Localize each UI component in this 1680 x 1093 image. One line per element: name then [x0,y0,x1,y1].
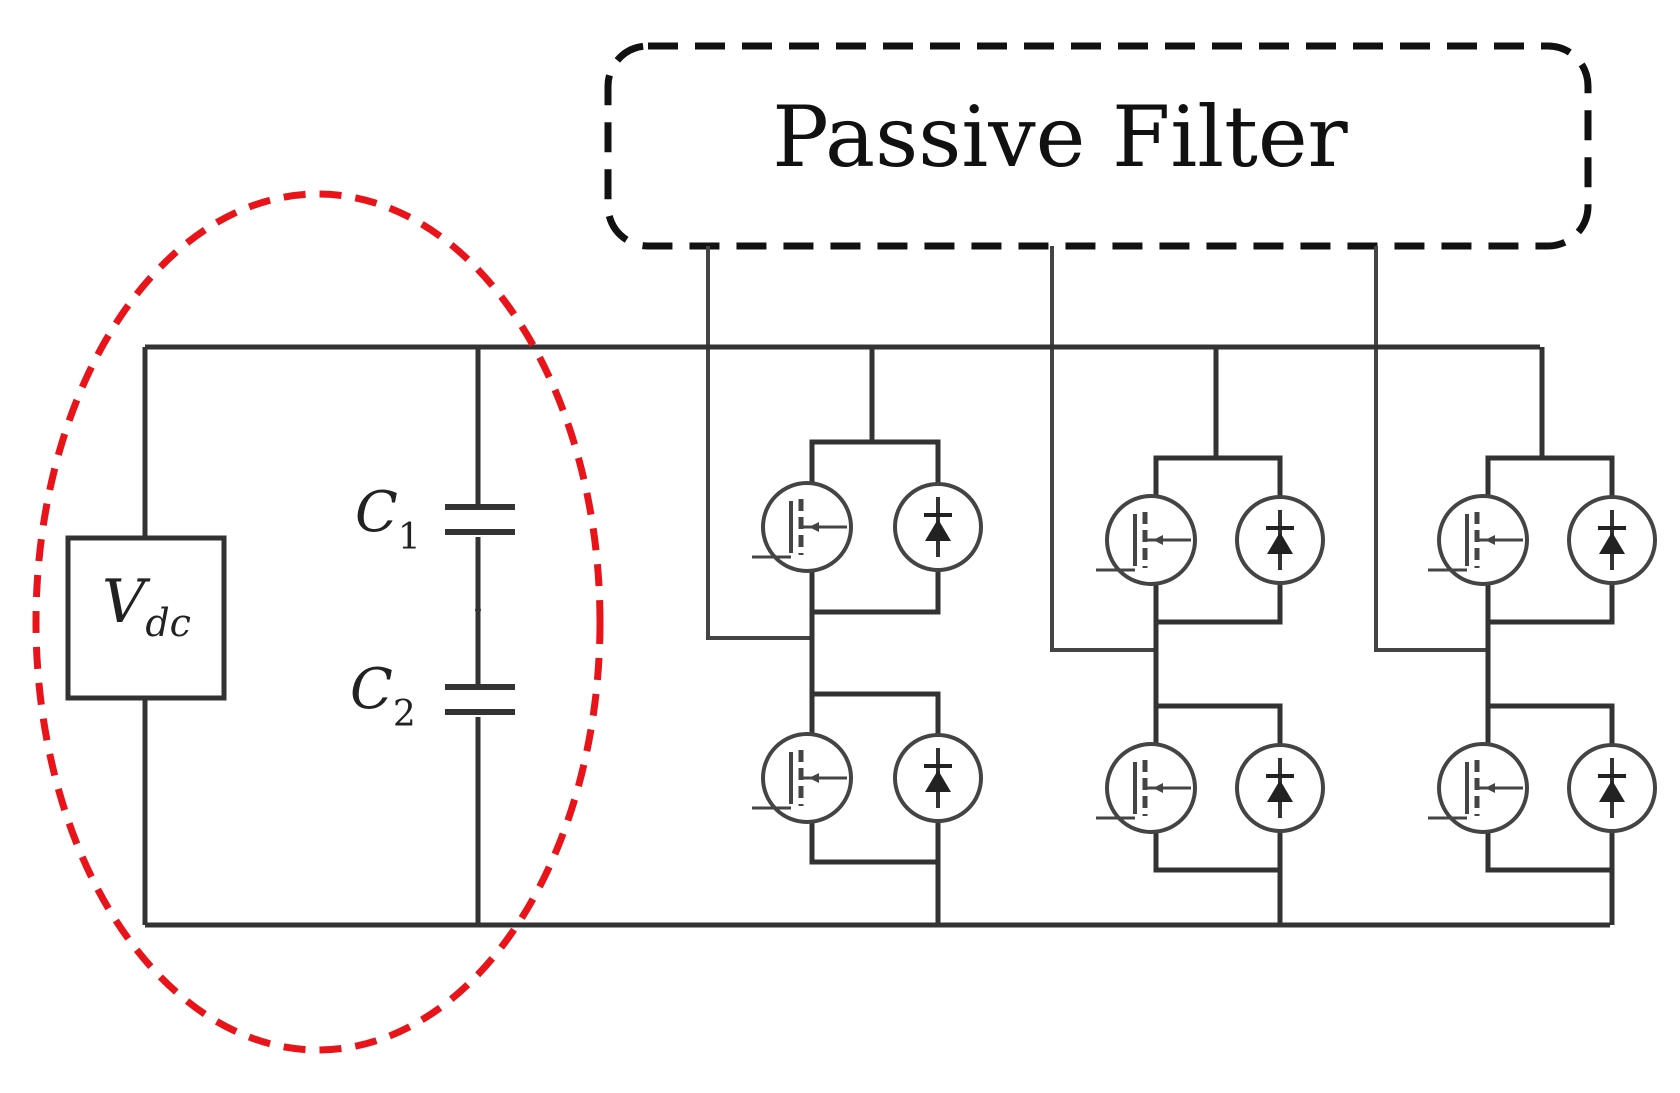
lower-switch [1096,703,1325,873]
vdc-source-box [65,535,227,701]
inverter-legs [752,347,1657,925]
inverter-leg-c [1428,347,1657,925]
capacitor-c2 [445,684,515,715]
capacitor-c1 [445,504,515,535]
upper-switch [752,439,983,615]
dc-bus [142,344,1610,928]
mosfet-icon [1096,742,1197,834]
diode-icon [893,482,983,572]
vdc-label: Vdc [102,567,191,645]
upper-switch [1096,455,1325,625]
c1-label: C1 [355,480,421,559]
diode-icon [1235,743,1325,833]
c2-label: C2 [350,657,416,736]
mosfet-icon [752,481,853,573]
dc-link-highlight [32,190,604,1054]
upper-switch [1428,455,1657,625]
lower-switch [752,691,983,865]
diode-icon [1567,495,1657,585]
passive-filter-box [604,42,1592,250]
filter-connections [706,246,1488,652]
mosfet-icon [1428,742,1529,834]
diode-icon [1567,743,1657,833]
mosfet-icon [1096,494,1197,586]
lower-switch [1428,703,1657,873]
inverter-leg-a [752,347,983,925]
passive-filter-label: Passive Filter [772,88,1348,186]
diode-icon [1235,495,1325,585]
diode-icon [893,733,983,823]
mosfet-icon [1428,494,1529,586]
mosfet-icon [752,732,853,824]
inverter-leg-b [1096,347,1325,925]
midpoint-node [475,607,481,613]
